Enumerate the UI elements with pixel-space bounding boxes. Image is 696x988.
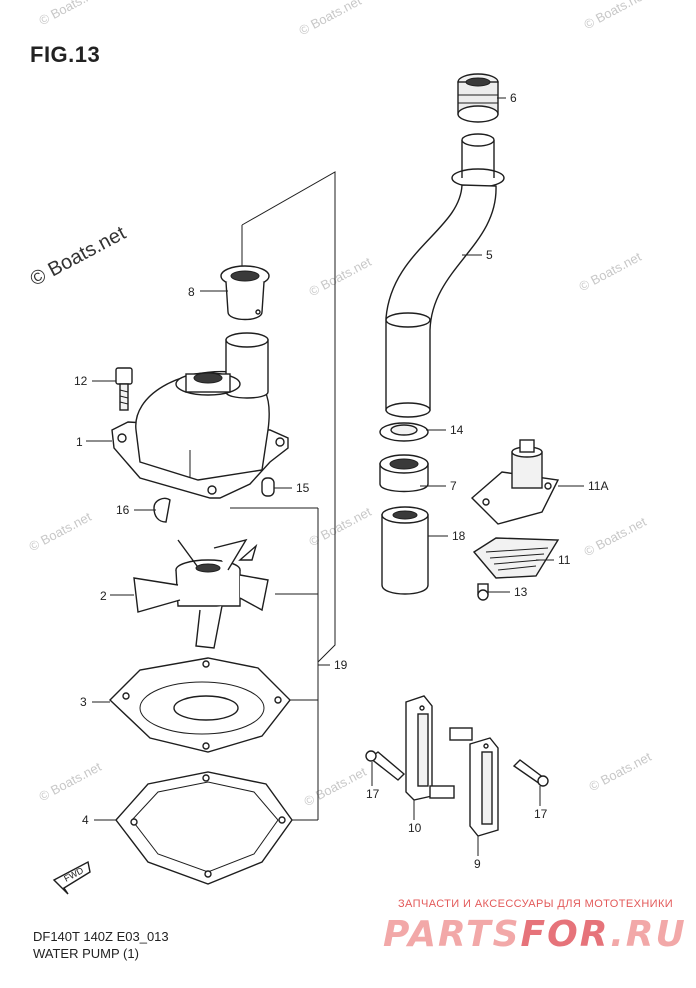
callout-18: 18	[452, 529, 466, 543]
part-18-sleeve	[381, 506, 429, 595]
part-11a-fitting	[470, 439, 560, 525]
callout-19: 19	[334, 658, 348, 672]
part-10-bracket	[405, 695, 455, 801]
part-2-impeller	[133, 538, 269, 649]
logo-part-c: .RU	[610, 914, 687, 955]
logo-part-a: PARTS	[383, 914, 521, 955]
callout-3: 3	[80, 695, 87, 709]
part-8-guide	[220, 265, 270, 321]
part-5-water-tube	[385, 133, 505, 418]
callout-13: 13	[514, 585, 528, 599]
callout-15: 15	[296, 481, 310, 495]
part-3-plate	[108, 657, 291, 753]
part-1-pump-case	[111, 332, 289, 499]
part-11-screen	[472, 537, 560, 579]
part-16-key	[153, 497, 171, 523]
part-7-seal	[379, 454, 429, 493]
callout-2: 2	[100, 589, 107, 603]
callout-12: 12	[74, 374, 88, 388]
callout-17-left: 17	[366, 787, 380, 801]
callout-11a: 11A	[588, 479, 608, 493]
callout-8: 8	[188, 285, 195, 299]
callout-9: 9	[474, 857, 481, 871]
part-14-washer	[379, 422, 429, 442]
logo-part-b: FOR	[520, 914, 611, 955]
model-code: DF140T 140Z E03_013	[33, 929, 169, 944]
part-17-screw-left	[365, 750, 406, 781]
callout-10: 10	[408, 821, 422, 835]
callout-7: 7	[450, 479, 457, 493]
figure-name: WATER PUMP (1)	[33, 946, 139, 961]
fwd-arrow-icon: FWD	[52, 860, 91, 895]
callout-17-right: 17	[534, 807, 548, 821]
callout-6: 6	[510, 91, 517, 105]
part-12-bolt	[115, 367, 133, 411]
figure-title: FIG.13	[30, 42, 101, 67]
assembly-bracket	[230, 171, 336, 821]
part-4-gasket	[115, 771, 293, 885]
callout-11: 11	[558, 553, 571, 567]
part-9-bracket	[449, 727, 499, 837]
callout-16: 16	[116, 503, 130, 517]
part-17-screw-right	[512, 759, 549, 787]
shop-watermark-caption: ЗАПЧАСТИ И АКСЕССУАРЫ ДЛЯ МОТОТЕХНИКИ	[398, 898, 674, 910]
part-6-grommet	[457, 73, 499, 123]
callout-1: 1	[76, 435, 83, 449]
part-15-pin	[261, 477, 275, 497]
part-13-screw	[477, 583, 489, 601]
callout-5: 5	[486, 248, 493, 262]
callout-14: 14	[450, 423, 464, 437]
leader-lines	[86, 97, 584, 856]
shop-watermark-logo: PARTSFOR.RU	[383, 914, 687, 955]
callout-4: 4	[82, 813, 89, 827]
